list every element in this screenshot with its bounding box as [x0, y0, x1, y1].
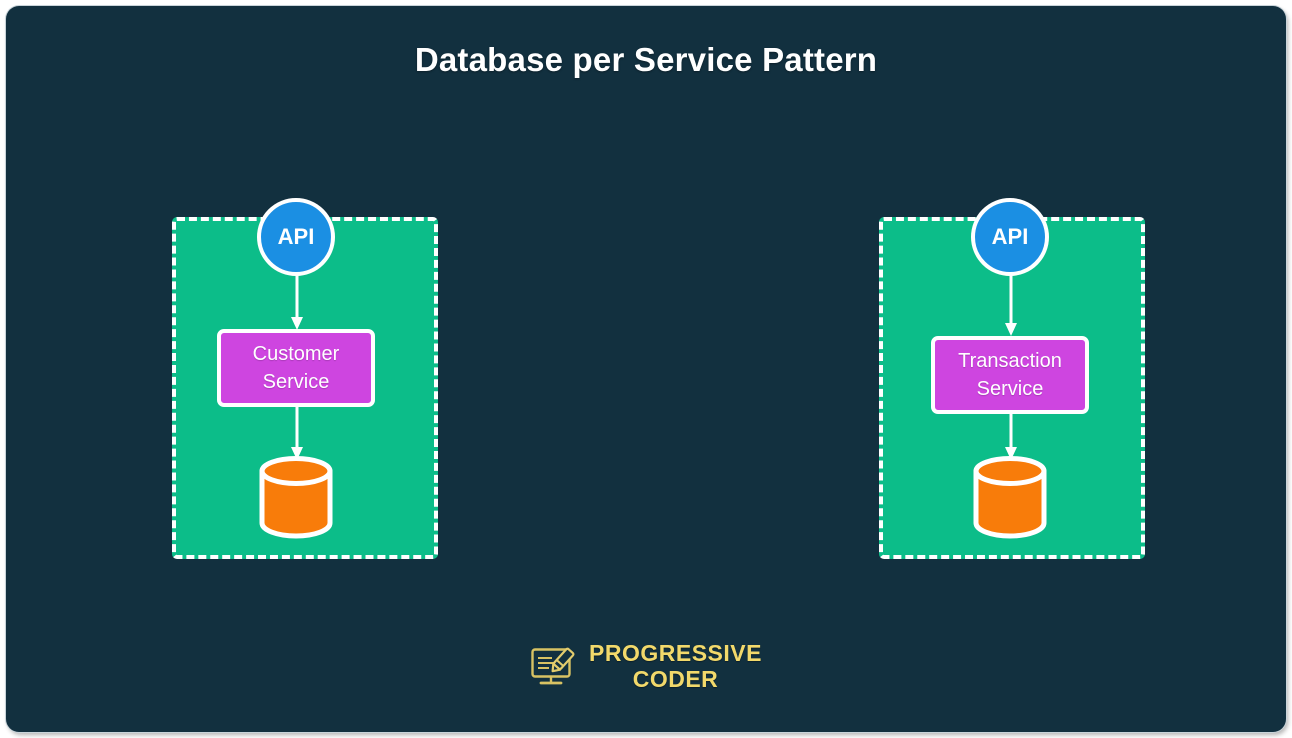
page-title: Database per Service Pattern [414, 41, 878, 78]
database-node-customer[interactable] [258, 456, 334, 539]
service-node-label-line1: Transaction [958, 349, 1062, 372]
service-node-label-line2: Service [262, 371, 330, 393]
database-node-transaction[interactable] [972, 456, 1048, 539]
api-node-customer[interactable]: API [257, 198, 335, 276]
api-node-label: API [991, 224, 1029, 249]
service-node-label-line2: Service [976, 378, 1044, 400]
service-node-label-line1: Customer [252, 342, 340, 365]
arrow-transaction-service-to-database [1003, 413, 1019, 462]
arrow-api-to-transaction-service [1003, 274, 1019, 338]
service-node-transaction[interactable]: Transaction Service [931, 336, 1089, 414]
arrow-api-to-customer-service [289, 274, 305, 332]
service-node-customer[interactable]: Customer Service [217, 329, 375, 407]
monitor-pencil-icon [530, 647, 578, 687]
api-node-label: API [277, 224, 315, 249]
footer-logo-text: PROGRESSIVE CODER [589, 642, 762, 691]
api-node-transaction[interactable]: API [971, 198, 1049, 276]
footer-logo: PROGRESSIVE CODER [6, 642, 1286, 691]
footer-logo-line2: CODER [632, 666, 719, 692]
footer-logo-line1: PROGRESSIVE [589, 640, 762, 666]
arrow-customer-service-to-database [289, 406, 305, 462]
diagram-panel: Database per Service Pattern API Custome… [6, 6, 1286, 732]
